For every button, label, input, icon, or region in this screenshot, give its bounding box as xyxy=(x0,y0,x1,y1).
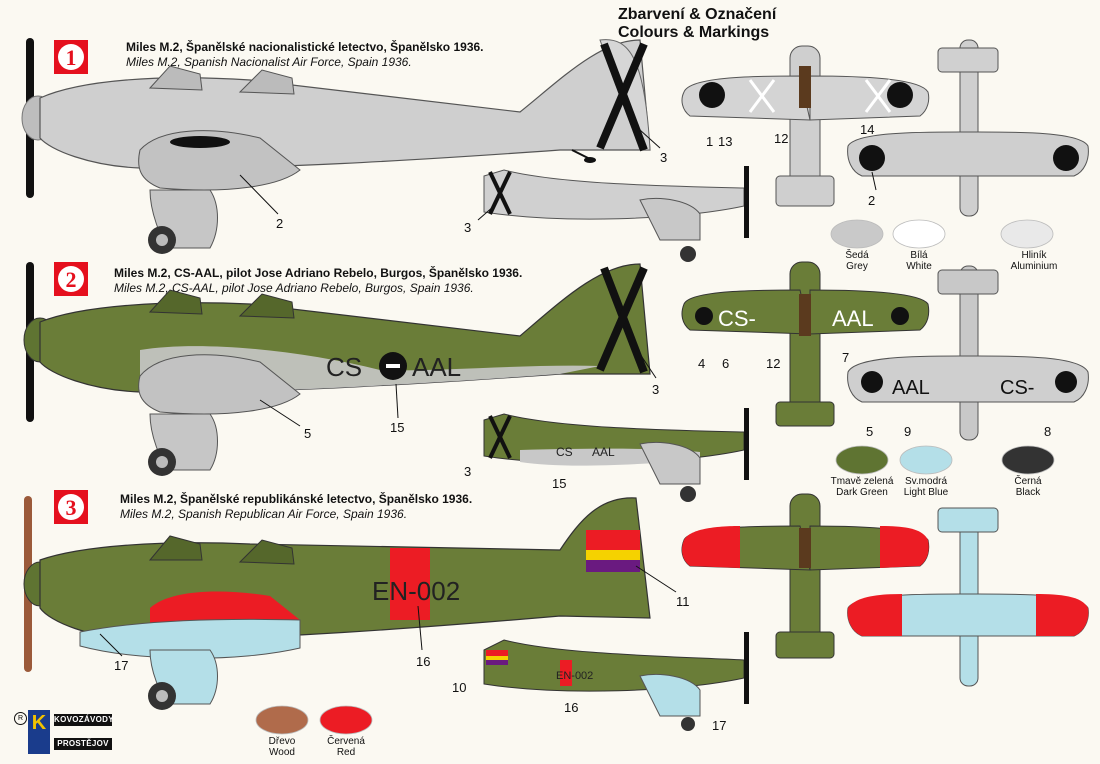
logo-brand-bottom: PROSTĚJOV xyxy=(54,738,112,750)
s3-callout-16: 16 xyxy=(416,654,430,669)
s2-callout-5: 5 xyxy=(304,426,311,441)
s2-top-callout-6: 6 xyxy=(722,356,729,371)
s3-callout-17: 17 xyxy=(114,658,128,673)
title-english: Colours & Markings xyxy=(618,24,770,41)
scheme-2-caption-cz: Miles M.2, CS-AAL, pilot Jose Adriano Re… xyxy=(114,266,523,280)
scheme-1-bottom-view: 2 xyxy=(847,39,1089,217)
swatch-grey xyxy=(830,219,884,249)
s3-small-callout-16: 16 xyxy=(564,700,578,715)
s1-bottom-callout-2: 2 xyxy=(868,193,875,208)
s2-small-reg: CS xyxy=(556,445,573,459)
s2-bottom-callout-9: 9 xyxy=(904,424,911,439)
scheme-3-top-view xyxy=(681,493,930,659)
scheme-2-badge: 2 xyxy=(54,262,88,296)
s3-small-callout-10: 10 xyxy=(452,680,466,695)
s1-small-callout-3: 3 xyxy=(464,220,471,235)
scheme-1-small-side: 3 xyxy=(464,166,749,262)
scheme-2-number: 2 xyxy=(66,267,77,292)
scheme-3-caption-en: Miles M.2, Spanish Republican Air Force,… xyxy=(120,507,408,521)
scheme-1-top-view: 1 13 12 14 xyxy=(681,45,930,207)
title-czech: Zbarvení & Označení xyxy=(618,6,777,23)
scheme-3-side-view: EN-002 17 16 11 xyxy=(23,496,690,710)
logo-shield xyxy=(28,710,50,754)
scheme-2-caption-en: Miles M.2, CS-AAL, pilot Jose Adriano Re… xyxy=(114,281,474,295)
s2-bottom-callout-8: 8 xyxy=(1044,424,1051,439)
colour-swatches xyxy=(255,219,1055,735)
scheme-2-side-view: CS AAL 5 15 3 xyxy=(23,262,659,476)
s3-small-callout-17: 17 xyxy=(712,718,726,733)
s2-top-callout-7: 7 xyxy=(842,350,849,365)
s1-callout-3: 3 xyxy=(660,150,667,165)
registered-mark: R xyxy=(14,712,27,725)
s1-top-callout-12: 12 xyxy=(774,131,788,146)
s3-small-code: EN-002 xyxy=(556,670,593,682)
scheme-2-bottom-view: AAL CS- 5 9 8 xyxy=(847,265,1089,441)
swatch-dark-green xyxy=(835,445,889,475)
scheme-1-number: 1 xyxy=(66,45,77,70)
s2-small-callout-3: 3 xyxy=(464,464,471,479)
scheme-1-side-view: 2 3 xyxy=(21,38,667,254)
s1-callout-2: 2 xyxy=(276,216,283,231)
scheme-3-caption: Miles M.2, Španělské republikánské letec… xyxy=(120,492,472,522)
s1-top-callout-14: 14 xyxy=(860,122,874,137)
swatch-wood xyxy=(255,705,309,735)
scheme-1-badge: 1 xyxy=(54,40,88,74)
scheme-1-caption-en: Miles M.2, Spanish Nacionalist Air Force… xyxy=(126,55,412,69)
s3-callout-11: 11 xyxy=(676,594,690,609)
scheme-3-caption-cz: Miles M.2, Španělské republikánské letec… xyxy=(120,492,473,506)
s2-callout-3: 3 xyxy=(652,382,659,397)
swatch-red xyxy=(319,705,373,735)
scheme-2-small-side: CS AAL 3 15 xyxy=(464,408,749,502)
manufacturer-logo: R K KOVOZÁVODY PROSTĚJOV xyxy=(14,710,114,754)
s2-callout-15: 15 xyxy=(390,420,404,435)
swatch-black xyxy=(1001,445,1055,475)
s2-top-reg-right: AAL xyxy=(832,306,874,331)
sheet-title: Zbarvení & Označení Colours & Markings xyxy=(618,6,776,42)
scheme-2-top-view: CS- AAL 4 6 12 7 xyxy=(681,261,930,427)
scheme-1-caption: Miles M.2, Španělské nacionalistické let… xyxy=(126,40,484,70)
scheme-1-caption-cz: Miles M.2, Španělské nacionalistické let… xyxy=(126,40,484,54)
swatch-light-blue xyxy=(899,445,953,475)
s2-bottom-reg-left: AAL xyxy=(892,377,930,399)
s2-bottom-callout-5: 5 xyxy=(866,424,873,439)
s2-top-callout-4: 4 xyxy=(698,356,705,371)
scheme-3-number: 3 xyxy=(66,495,77,520)
s2-reg-right: AAL xyxy=(412,352,461,382)
s1-top-callout-13: 13 xyxy=(718,134,732,149)
logo-letter: K xyxy=(31,712,47,734)
scheme-2-caption: Miles M.2, CS-AAL, pilot Jose Adriano Re… xyxy=(114,266,522,296)
logo-brand-top: KOVOZÁVODY xyxy=(54,714,114,726)
s1-top-callout-1: 1 xyxy=(706,134,713,149)
s2-top-reg-left: CS- xyxy=(718,306,756,331)
scheme-3-badge: 3 xyxy=(54,490,88,524)
s2-small-reg-right: AAL xyxy=(592,445,615,459)
s2-small-callout-15: 15 xyxy=(552,476,566,491)
s2-reg-left: CS xyxy=(326,352,362,382)
s2-top-callout-12: 12 xyxy=(766,356,780,371)
scheme-3-small-side: EN-002 10 16 17 xyxy=(452,632,749,733)
swatch-white xyxy=(892,219,946,249)
s2-bottom-reg-right: CS- xyxy=(1000,377,1034,399)
s3-code: EN-002 xyxy=(372,576,460,606)
scheme-3-bottom-view xyxy=(847,507,1089,687)
swatch-aluminium xyxy=(1000,219,1054,249)
